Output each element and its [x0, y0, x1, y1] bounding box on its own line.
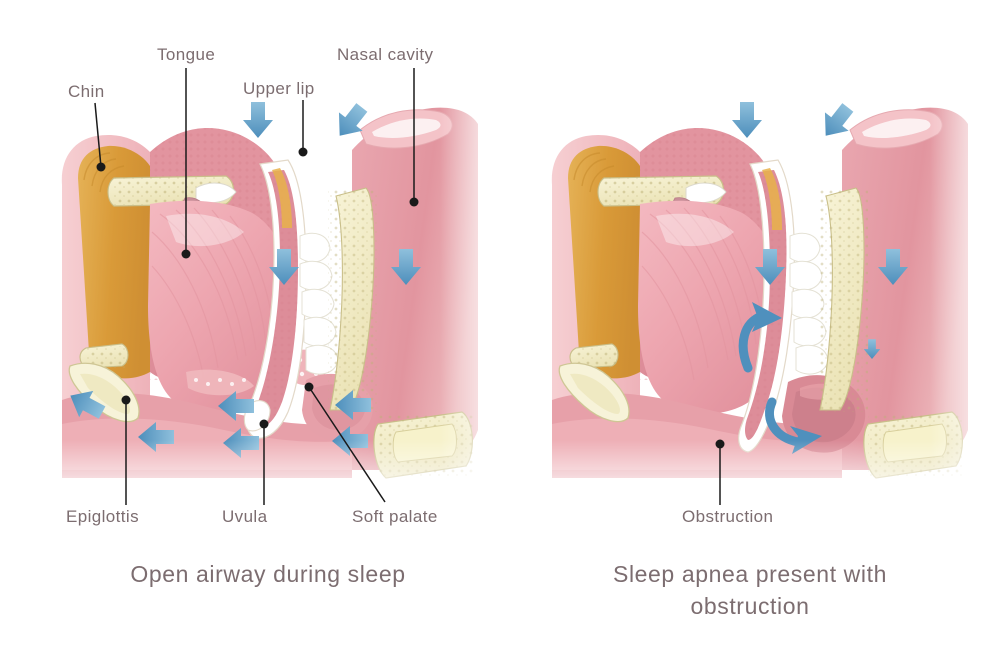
epiglottis-shade-obst: [570, 373, 620, 414]
nasal-turbinate-highlight: [372, 118, 441, 138]
label-upper-lip: Upper lip: [243, 79, 315, 98]
leader-upper-lip: [298, 100, 308, 157]
soft-palate-bone-strip-obst: [762, 168, 782, 230]
epiglottis-shade-open: [80, 373, 130, 414]
label-nasal-cavity: Nasal cavity: [337, 45, 434, 64]
leader-epiglottis: [121, 395, 131, 505]
label-soft-palate: Soft palate: [352, 507, 438, 526]
caption-apnea-line-2: obstruction: [690, 593, 809, 619]
leader-uvula: [259, 419, 269, 505]
label-layer: Chin Tongue Upper lip Nasal cavity Epigl…: [66, 45, 887, 619]
airflow-arrow-nasal-in-obst: [813, 98, 860, 145]
panel-open-airway: [40, 98, 510, 500]
label-chin: Chin: [68, 82, 105, 101]
leader-tongue: [181, 68, 191, 259]
leader-dot-upper-lip: [298, 147, 308, 157]
label-epiglottis: Epiglottis: [66, 507, 139, 526]
leader-chin: [94, 102, 106, 172]
soft-palate-texture-open: [255, 170, 298, 427]
leader-soft-palate: [304, 382, 386, 503]
label-uvula: Uvula: [222, 507, 268, 526]
caption-apnea-line-1: Sleep apnea present with: [613, 561, 887, 587]
airflow-arrow-oral-in-obst: [732, 102, 762, 138]
caption-open-airway: Open airway during sleep: [130, 561, 405, 587]
mandible-striation-obst: [573, 152, 615, 193]
soft-palate-texture-obst: [745, 170, 787, 440]
leader-dot-chin: [96, 162, 106, 172]
tongue-striations-open: [151, 207, 275, 381]
leader-dot-nasal-cavity: [409, 197, 419, 207]
leader-obstruction: [715, 439, 725, 505]
airflow-arrow-oral-in: [243, 102, 273, 138]
label-tongue: Tongue: [157, 45, 215, 64]
tongue-base-papillae-open: [186, 369, 254, 396]
leader-nasal-cavity: [409, 68, 419, 207]
soft-palate-bone-strip-open: [272, 168, 292, 228]
leader-dot-epiglottis: [121, 395, 131, 405]
tongue-highlight-obst: [656, 213, 734, 247]
label-obstruction: Obstruction: [682, 507, 773, 526]
nasal-turbinate-highlight-obst: [862, 118, 931, 138]
leader-dot-uvula: [259, 419, 269, 429]
tongue-striations-obst: [641, 207, 765, 381]
leader-dot-soft-palate: [304, 382, 314, 392]
leader-dot-obstruction: [715, 439, 725, 449]
blocked-airflow-arrowhead-upper: [752, 302, 782, 332]
blocked-airflow-arrow-upper: [738, 311, 767, 373]
leader-dot-tongue: [181, 249, 191, 259]
panel-apnea-obstruction: [530, 98, 1000, 500]
